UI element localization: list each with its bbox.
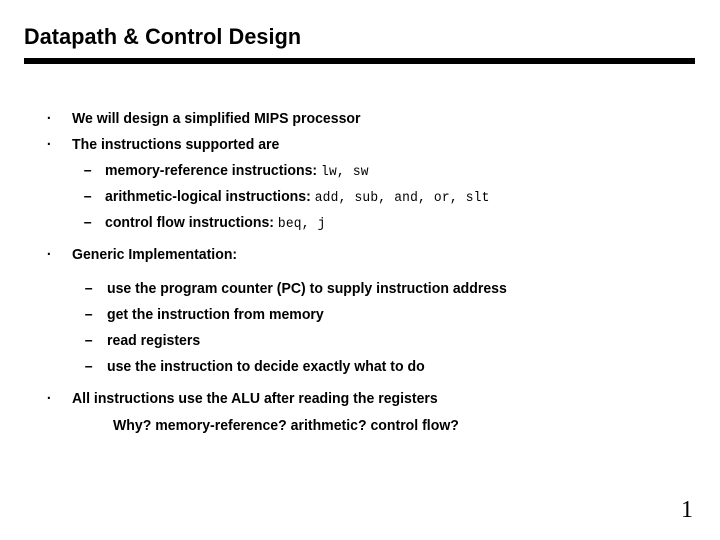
bullet-dot-icon: ·: [46, 247, 52, 263]
bullet-dash-icon: –: [84, 333, 93, 349]
list-item-instructions-supported: · The instructions supported are: [47, 136, 280, 154]
instruction-code-arithmetic: add, sub, and, or, slt: [314, 191, 490, 206]
list-item-label: use the instruction to decide exactly wh…: [107, 359, 425, 375]
list-item-label: get the instruction from memory: [107, 307, 324, 323]
why-question-line: Why? memory-reference? arithmetic? contr…: [113, 417, 459, 435]
list-item-generic-implementation: · Generic Implementation:: [47, 246, 238, 264]
list-item-use-program-counter: – use the program counter (PC) to supply…: [85, 280, 507, 298]
page-number: 1: [681, 497, 693, 523]
list-item-label: read registers: [107, 333, 201, 349]
list-item-decide-what-to-do: – use the instruction to decide exactly …: [85, 358, 425, 376]
list-item-label: arithmetic-logical instructions:: [105, 189, 311, 205]
instruction-code-memory: lw, sw: [321, 165, 369, 180]
bullet-dot-icon: ·: [46, 111, 52, 127]
title-divider-rule: [24, 58, 695, 64]
bullet-dot-icon: ·: [46, 137, 52, 153]
list-item-label: All instructions use the ALU after readi…: [72, 391, 438, 407]
list-item-label: control flow instructions:: [105, 215, 274, 231]
bullet-dot-icon: ·: [46, 391, 52, 407]
why-question-label: Why? memory-reference? arithmetic? contr…: [113, 418, 459, 434]
list-item-read-registers: – read registers: [85, 332, 201, 350]
bullet-dash-icon: –: [84, 307, 93, 323]
page-title: Datapath & Control Design: [24, 24, 302, 49]
list-item-we-will-design: · We will design a simplified MIPS proce…: [47, 110, 361, 128]
list-item-memory-reference: – memory-reference instructions: lw, sw: [84, 162, 369, 182]
list-item-control-flow: – control flow instructions: beq, j: [84, 214, 326, 234]
list-item-label: Generic Implementation:: [72, 247, 238, 263]
list-item-label: use the program counter (PC) to supply i…: [107, 281, 507, 297]
bullet-dash-icon: –: [83, 189, 92, 205]
bullet-dash-icon: –: [84, 359, 93, 375]
list-item-label: We will design a simplified MIPS process…: [72, 111, 361, 127]
bullet-dash-icon: –: [83, 163, 92, 179]
instruction-code-control: beq, j: [277, 217, 326, 232]
bullet-dash-icon: –: [83, 215, 92, 231]
list-item-label: memory-reference instructions:: [105, 163, 318, 179]
list-item-label: The instructions supported are: [72, 137, 280, 153]
list-item-get-instruction: – get the instruction from memory: [85, 306, 324, 324]
list-item-all-instructions-alu: · All instructions use the ALU after rea…: [47, 390, 438, 408]
list-item-arithmetic-logical: – arithmetic-logical instructions: add, …: [84, 188, 490, 208]
bullet-dash-icon: –: [84, 281, 93, 297]
